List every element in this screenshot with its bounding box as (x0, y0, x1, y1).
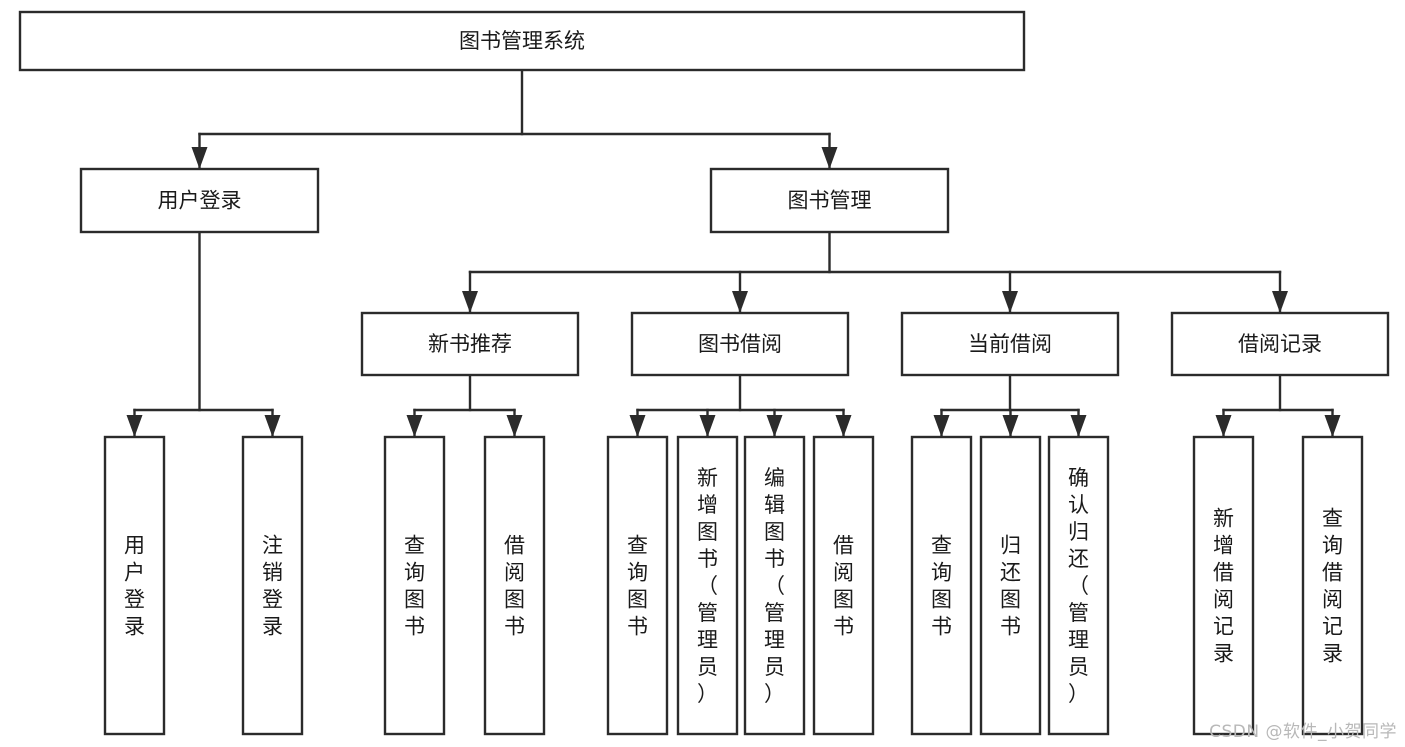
node-root-0[interactable]: 图书管理系统 (18, 10, 1026, 72)
node-box[interactable] (18, 10, 1026, 72)
node-label: 借阅图书 (833, 534, 854, 639)
node-box[interactable] (103, 435, 166, 736)
node-leaf-4[interactable]: 查询图书 (606, 435, 669, 736)
arrow-head-icon (1272, 291, 1288, 313)
node-leaf-10[interactable]: 确认归还（管理员） (1047, 435, 1110, 736)
node-box[interactable] (383, 435, 446, 736)
node-leaf-3[interactable]: 借阅图书 (483, 435, 546, 736)
node-box[interactable] (1170, 311, 1390, 377)
node-leaf-11[interactable]: 新增借阅记录 (1192, 435, 1255, 736)
node-box[interactable] (241, 435, 304, 736)
node-leaf-0[interactable]: 用户登录 (103, 435, 166, 736)
node-box[interactable] (900, 311, 1120, 377)
arrow-head-icon (821, 147, 838, 169)
arrow-head-icon (933, 415, 950, 437)
node-level3-3[interactable]: 借阅记录 (1170, 311, 1390, 377)
arrow-head-icon (1324, 415, 1341, 437)
node-label: 注销登录 (262, 534, 283, 639)
arrow-head-icon (732, 291, 748, 313)
node-leaf-2[interactable]: 查询图书 (383, 435, 446, 736)
node-label: 用户登录 (158, 189, 242, 213)
node-label: 图书管理 (788, 189, 872, 213)
node-label: 编辑图书（管理员） (764, 466, 785, 706)
node-label: 图书管理系统 (459, 29, 585, 53)
node-box[interactable] (630, 311, 850, 377)
node-leaf-1[interactable]: 注销登录 (241, 435, 304, 736)
arrow-head-icon (835, 415, 852, 437)
node-leaf-12[interactable]: 查询借阅记录 (1301, 435, 1364, 736)
node-level3-2[interactable]: 当前借阅 (900, 311, 1120, 377)
node-label: 图书借阅 (698, 332, 782, 356)
node-box[interactable] (360, 311, 580, 377)
arrow-head-icon (629, 415, 646, 437)
node-box[interactable] (979, 435, 1042, 736)
connectors-layer (126, 68, 1341, 439)
node-label: 借阅记录 (1238, 332, 1322, 356)
node-label: 用户登录 (124, 534, 145, 639)
arrow-head-icon (1002, 291, 1018, 313)
node-label: 确认归还（管理员） (1068, 466, 1089, 706)
node-leaf-7[interactable]: 借阅图书 (812, 435, 875, 736)
node-label: 借阅图书 (504, 534, 525, 639)
node-label: 新增图书（管理员） (697, 466, 718, 706)
nodes-layer: 图书管理系统用户登录图书管理新书推荐图书借阅当前借阅借阅记录用户登录注销登录查询… (18, 10, 1390, 736)
node-leaf-9[interactable]: 归还图书 (979, 435, 1042, 736)
node-box[interactable] (1047, 435, 1110, 736)
node-box[interactable] (812, 435, 875, 736)
watermark-label: CSDN @软件_小贺同学 (1209, 722, 1397, 742)
arrow-head-icon (1215, 415, 1232, 437)
arrow-head-icon (699, 415, 716, 437)
arrow-head-icon (264, 415, 281, 437)
node-box[interactable] (709, 167, 950, 234)
node-label: 查询图书 (931, 534, 952, 639)
node-leaf-8[interactable]: 查询图书 (910, 435, 973, 736)
arrow-head-icon (766, 415, 783, 437)
node-box[interactable] (1192, 435, 1255, 736)
node-box[interactable] (676, 435, 739, 736)
node-label: 查询图书 (404, 534, 425, 639)
node-label: 新增借阅记录 (1213, 507, 1234, 666)
node-label: 查询图书 (627, 534, 648, 639)
node-level3-0[interactable]: 新书推荐 (360, 311, 580, 377)
node-leaf-6[interactable]: 编辑图书（管理员） (743, 435, 806, 736)
arrow-head-icon (462, 291, 478, 313)
arrow-head-icon (126, 415, 143, 437)
arrow-head-icon (1002, 415, 1019, 437)
arrow-head-icon (506, 415, 523, 437)
node-box[interactable] (483, 435, 546, 736)
arrow-head-icon (1070, 415, 1087, 437)
node-label: 归还图书 (1000, 534, 1021, 639)
node-level2-1[interactable]: 图书管理 (709, 167, 950, 234)
node-box[interactable] (743, 435, 806, 736)
arrow-head-icon (406, 415, 423, 437)
node-label: 当前借阅 (968, 332, 1052, 356)
node-level2-0[interactable]: 用户登录 (79, 167, 320, 234)
node-box[interactable] (1301, 435, 1364, 736)
node-box[interactable] (606, 435, 669, 736)
node-box[interactable] (910, 435, 973, 736)
node-leaf-5[interactable]: 新增图书（管理员） (676, 435, 739, 736)
node-label: 新书推荐 (428, 332, 512, 356)
arrow-head-icon (191, 147, 208, 169)
node-label: 查询借阅记录 (1322, 507, 1343, 666)
node-level3-1[interactable]: 图书借阅 (630, 311, 850, 377)
node-box[interactable] (79, 167, 320, 234)
